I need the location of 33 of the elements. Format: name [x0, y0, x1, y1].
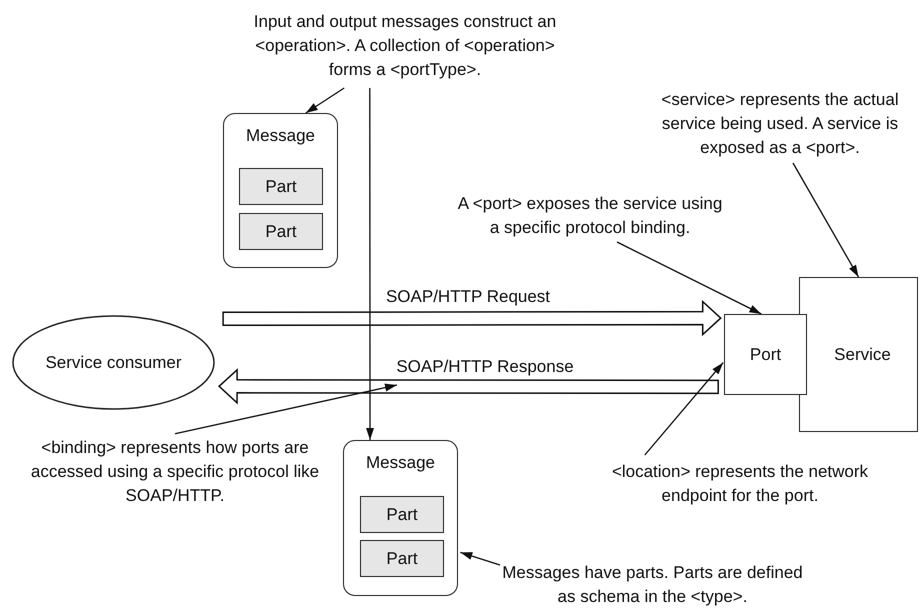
leader-line: [644, 362, 724, 456]
consumer-ellipse: [12, 315, 215, 410]
leader-line: [174, 384, 398, 434]
component-box: [799, 277, 918, 432]
box-title: Message: [245, 126, 316, 146]
annotation-text: Messages have parts. Parts are defined as schema in the <type>.: [500, 561, 805, 611]
box-label: Port: [750, 344, 782, 364]
part-box: [239, 168, 323, 205]
annotation-text: Input and output messages construct an <operation>. A collection of <operation> forms a <portType>.: [245, 10, 565, 88]
box-label: Service consumer: [45, 352, 182, 374]
annotation-text: <location> represents the network endpoint for the port.: [600, 460, 880, 510]
message-box: [343, 440, 458, 596]
part-box: [360, 540, 444, 577]
leader-line: [460, 552, 500, 566]
leader-line: [616, 241, 762, 315]
box-label: Service: [834, 344, 891, 364]
leader-line: [792, 162, 860, 278]
message-box: [223, 113, 338, 268]
part-box: [360, 496, 444, 533]
box-label: Part: [265, 222, 297, 242]
leader-line: [366, 88, 374, 440]
annotation-text: <binding> represents how ports are accessed using a specific protocol like SOAP/HTTP.: [20, 436, 330, 511]
annotation-text: <service> represents the actual service being used. A service is exposed as a <port>.: [650, 88, 910, 163]
box-label: Part: [386, 548, 418, 568]
block-arrow: [218, 368, 719, 404]
box-label: Part: [265, 176, 297, 196]
annotation-text: A <port> exposes the service using a specific protocol binding.: [455, 192, 725, 242]
part-box: [239, 213, 323, 250]
block-arrow: [222, 300, 722, 336]
box-title: Message: [365, 453, 436, 473]
leader-line: [305, 87, 345, 114]
box-label: Part: [386, 504, 418, 524]
component-box: [724, 314, 807, 395]
